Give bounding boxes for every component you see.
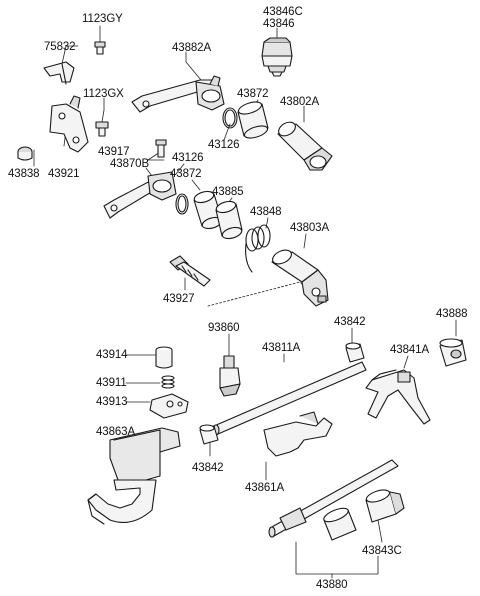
lever-43882a bbox=[131, 75, 225, 113]
rail-43880 bbox=[268, 459, 399, 538]
switch-93860 bbox=[219, 355, 241, 397]
label-43927: 43927 bbox=[163, 293, 195, 305]
label-43888: 43888 bbox=[436, 308, 468, 320]
label-43803a: 43803A bbox=[290, 222, 330, 234]
shaft-43802a bbox=[277, 121, 333, 171]
bushing-43842-lower bbox=[199, 424, 219, 445]
plug-43846c bbox=[261, 37, 293, 77]
label-43126-upper: 43126 bbox=[208, 139, 240, 151]
screw-1123gx bbox=[95, 121, 109, 137]
spring-43848 bbox=[245, 224, 271, 273]
fork-43841a bbox=[365, 369, 431, 425]
label-43802a: 43802A bbox=[280, 96, 320, 108]
label-43842-upper: 43842 bbox=[334, 316, 366, 328]
label-1123gy: 1123GY bbox=[82, 13, 123, 25]
label-43870b: 43870B bbox=[110, 158, 150, 170]
label-43846c: 43846C bbox=[263, 6, 303, 18]
label-43880: 43880 bbox=[316, 579, 348, 591]
label-43921: 43921 bbox=[48, 168, 80, 180]
pin-43914 bbox=[155, 346, 173, 369]
leader-lines bbox=[33, 25, 457, 579]
bushing-43872-lower bbox=[193, 190, 223, 230]
bushing-43842-upper bbox=[345, 342, 365, 363]
fork-43863a bbox=[87, 427, 181, 525]
bushing-43885 bbox=[215, 200, 243, 240]
label-43848: 43848 bbox=[250, 206, 282, 218]
bracket-43921 bbox=[49, 95, 89, 153]
label-43917: 43917 bbox=[98, 146, 130, 158]
bolt-43917 bbox=[155, 139, 167, 158]
spring-43911 bbox=[161, 375, 175, 389]
bolt-1123gy bbox=[94, 41, 106, 55]
label-1123gx: 1123GX bbox=[83, 88, 124, 100]
ring-43126-lower bbox=[175, 193, 189, 215]
lever-43870b bbox=[103, 171, 177, 219]
label-43811a: 43811A bbox=[262, 342, 301, 354]
label-43882a: 43882A bbox=[172, 42, 212, 54]
label-43846: 43846 bbox=[263, 18, 295, 30]
label-93860: 93860 bbox=[208, 322, 240, 334]
collar-43888 bbox=[439, 338, 467, 367]
label-43872-lower: 43872 bbox=[170, 168, 202, 180]
label-43863a: 43863A bbox=[96, 426, 136, 438]
label-43913: 43913 bbox=[96, 396, 128, 408]
label-43872-upper: 43872 bbox=[237, 88, 269, 100]
label-43885: 43885 bbox=[212, 186, 244, 198]
bolt-43927 bbox=[169, 255, 211, 287]
ring-43126-upper bbox=[222, 107, 238, 129]
label-43126-lower: 43126 bbox=[172, 152, 204, 164]
fork-43861a bbox=[263, 411, 333, 457]
label-75832: 75832 bbox=[44, 41, 76, 53]
label-43861a: 43861A bbox=[245, 482, 285, 494]
ring-43838 bbox=[17, 146, 33, 161]
bushing-43843c bbox=[365, 489, 405, 523]
shaft-43803a bbox=[271, 249, 329, 307]
label-43838: 43838 bbox=[8, 168, 40, 180]
label-43911: 43911 bbox=[96, 377, 127, 389]
bushing-43880-a bbox=[323, 507, 357, 541]
label-43843c: 43843C bbox=[362, 545, 402, 557]
plate-43913 bbox=[149, 393, 189, 419]
bushing-43872-upper bbox=[237, 101, 269, 139]
label-43842-lower: 43842 bbox=[192, 462, 224, 474]
clip-75832 bbox=[43, 61, 75, 85]
label-43914: 43914 bbox=[96, 349, 128, 361]
label-43841a: 43841A bbox=[390, 344, 430, 356]
